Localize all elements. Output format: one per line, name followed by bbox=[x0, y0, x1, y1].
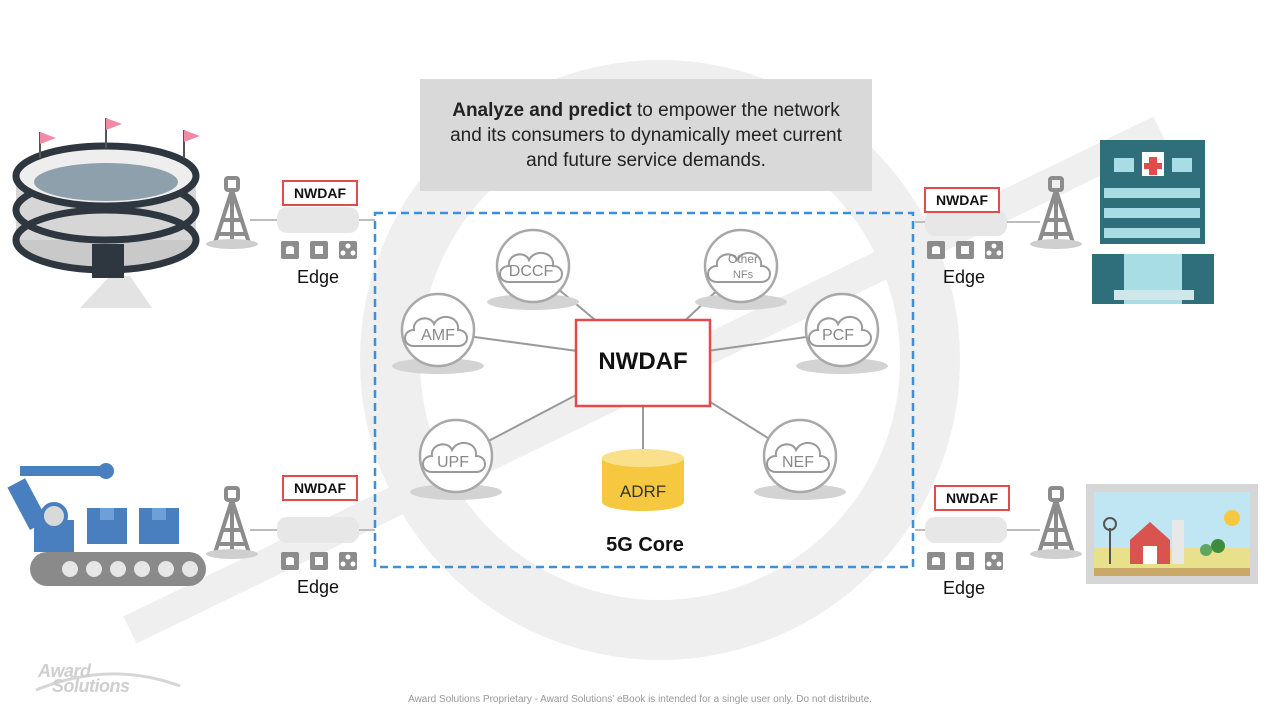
cell-tower-icon bbox=[212, 176, 252, 248]
nwdaf-core-box bbox=[574, 318, 712, 408]
core-boundary bbox=[373, 211, 915, 569]
edge-label: Edge bbox=[942, 267, 986, 287]
edge-label: Edge bbox=[296, 577, 340, 597]
edge-nwdaf-tag: NWDAF bbox=[924, 187, 1000, 213]
node-label-other-1: Other bbox=[728, 252, 758, 266]
node-label-upf: UPF bbox=[437, 454, 469, 471]
hospital-illustration bbox=[1092, 140, 1214, 304]
banner-line-1: Analyze and predict to empower the netwo… bbox=[420, 98, 872, 123]
factory-illustration bbox=[7, 463, 206, 586]
banner-bold: Analyze and predict bbox=[452, 100, 632, 121]
logo-swoosh bbox=[35, 672, 181, 692]
stadium-illustration bbox=[12, 118, 200, 308]
adrf-cylinder: ADRF bbox=[602, 449, 684, 511]
node-label-dccf: DCCF bbox=[509, 263, 554, 280]
edge-nwdaf-tag: NWDAF bbox=[282, 180, 358, 206]
edge-servers bbox=[277, 207, 1007, 543]
banner-rest: to empower the network bbox=[631, 100, 840, 121]
tower-bases bbox=[206, 239, 1082, 559]
core-label: 5G Core bbox=[606, 534, 684, 556]
banner-line-3: and future service demands. bbox=[526, 150, 766, 171]
node-label-nef: NEF bbox=[782, 454, 814, 471]
node-label-amf: AMF bbox=[421, 327, 455, 344]
edge-label: Edge bbox=[942, 578, 986, 598]
edge-nwdaf-tag: NWDAF bbox=[282, 475, 358, 501]
footer-disclaimer: Award Solutions Proprietary - Award Solu… bbox=[408, 694, 872, 705]
edge-icons-row bbox=[281, 552, 357, 570]
edge-label: Edge bbox=[296, 267, 340, 287]
award-solutions-logo: Award Solutions bbox=[38, 661, 130, 696]
farm-illustration bbox=[1086, 484, 1258, 584]
adrf-label: ADRF bbox=[620, 482, 666, 501]
node-label-other-2: NFs bbox=[733, 269, 754, 281]
edge-nwdaf-tag: NWDAF bbox=[934, 485, 1010, 511]
edge-icons-row bbox=[927, 552, 1003, 570]
banner-line-2: and its consumers to dynamically meet cu… bbox=[450, 125, 842, 146]
cell-tower-icon bbox=[212, 486, 252, 558]
nwdaf-core-label: NWDAF bbox=[598, 348, 687, 375]
edge-icons-row bbox=[281, 241, 357, 259]
node-label-pcf: PCF bbox=[822, 327, 854, 344]
edge-icons-row bbox=[927, 241, 1003, 259]
cell-tower-icon bbox=[1036, 486, 1076, 558]
headline-banner: Analyze and predict to empower the netwo… bbox=[420, 79, 872, 191]
